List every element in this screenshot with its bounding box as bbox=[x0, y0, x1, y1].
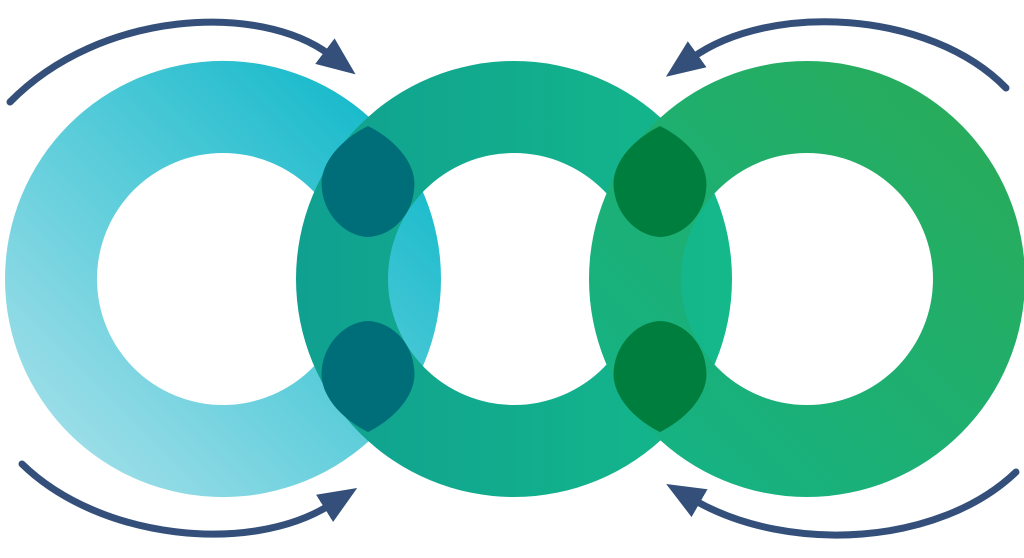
overlap-middle-right-top bbox=[613, 126, 707, 237]
overlap-left-middle-bottom bbox=[321, 321, 415, 432]
arrow-top-left bbox=[6, 18, 356, 106]
arrow-top-right bbox=[665, 18, 1010, 92]
overlap-middle-right-bottom bbox=[613, 321, 707, 432]
arrow-bottom-right bbox=[666, 468, 1020, 539]
arrow-bottom-left bbox=[18, 460, 358, 538]
overlap-left-middle-top bbox=[321, 126, 415, 237]
ring-right bbox=[589, 61, 1024, 497]
